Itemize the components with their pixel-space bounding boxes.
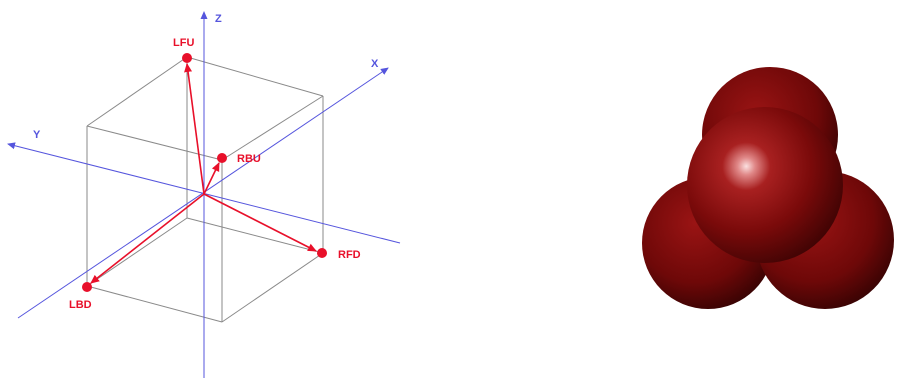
vector-lbd (90, 193, 205, 284)
cube-wireframe (86, 56, 324, 323)
vertex-points (82, 53, 327, 292)
cube-edge (86, 125, 223, 161)
vector-rfd (203, 193, 317, 252)
vertex-label-rbu: RBU (237, 153, 261, 165)
vertex-dot-lbd (82, 282, 92, 292)
vertex-dot-rbu (217, 153, 227, 163)
y-axis-label: Y (33, 129, 41, 141)
cube-diagram: Z X Y LFU RBU RFD LBD (7, 11, 401, 378)
cube-edge (221, 95, 324, 161)
sphere-center (687, 107, 843, 263)
vertex-label-lfu: LFU (173, 37, 194, 49)
space-filling-model (642, 67, 894, 309)
vertex-dot-rfd (317, 248, 327, 258)
cube-edge (186, 56, 324, 97)
cube-edge (221, 252, 324, 323)
vector-lfu (184, 63, 205, 195)
vertex-label-rfd: RFD (338, 249, 361, 261)
vertex-dot-lfu (182, 53, 192, 63)
z-axis-label: Z (215, 13, 222, 25)
vector-rbu (203, 162, 220, 195)
cube-edge (86, 56, 188, 127)
vertex-label-lbd: LBD (69, 299, 92, 311)
cube-edge (186, 217, 324, 254)
cube-edge (86, 217, 188, 287)
vectors (90, 63, 317, 284)
cube-edge (86, 285, 223, 323)
x-axis-label: X (371, 58, 379, 70)
